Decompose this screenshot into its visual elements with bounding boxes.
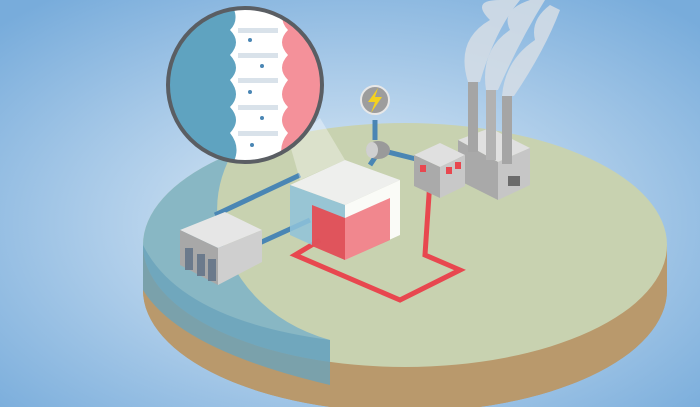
cold-pipes	[213, 120, 421, 248]
water-side	[143, 245, 330, 385]
hot-pipe-loop	[289, 179, 466, 303]
turbine	[366, 141, 390, 159]
lightning-bolt-icon	[360, 85, 390, 115]
factory	[414, 82, 530, 200]
intake-building	[180, 212, 262, 285]
chimney-smoke	[464, 0, 560, 96]
ground-disc	[143, 123, 667, 407]
osmosis-tank	[290, 160, 400, 260]
